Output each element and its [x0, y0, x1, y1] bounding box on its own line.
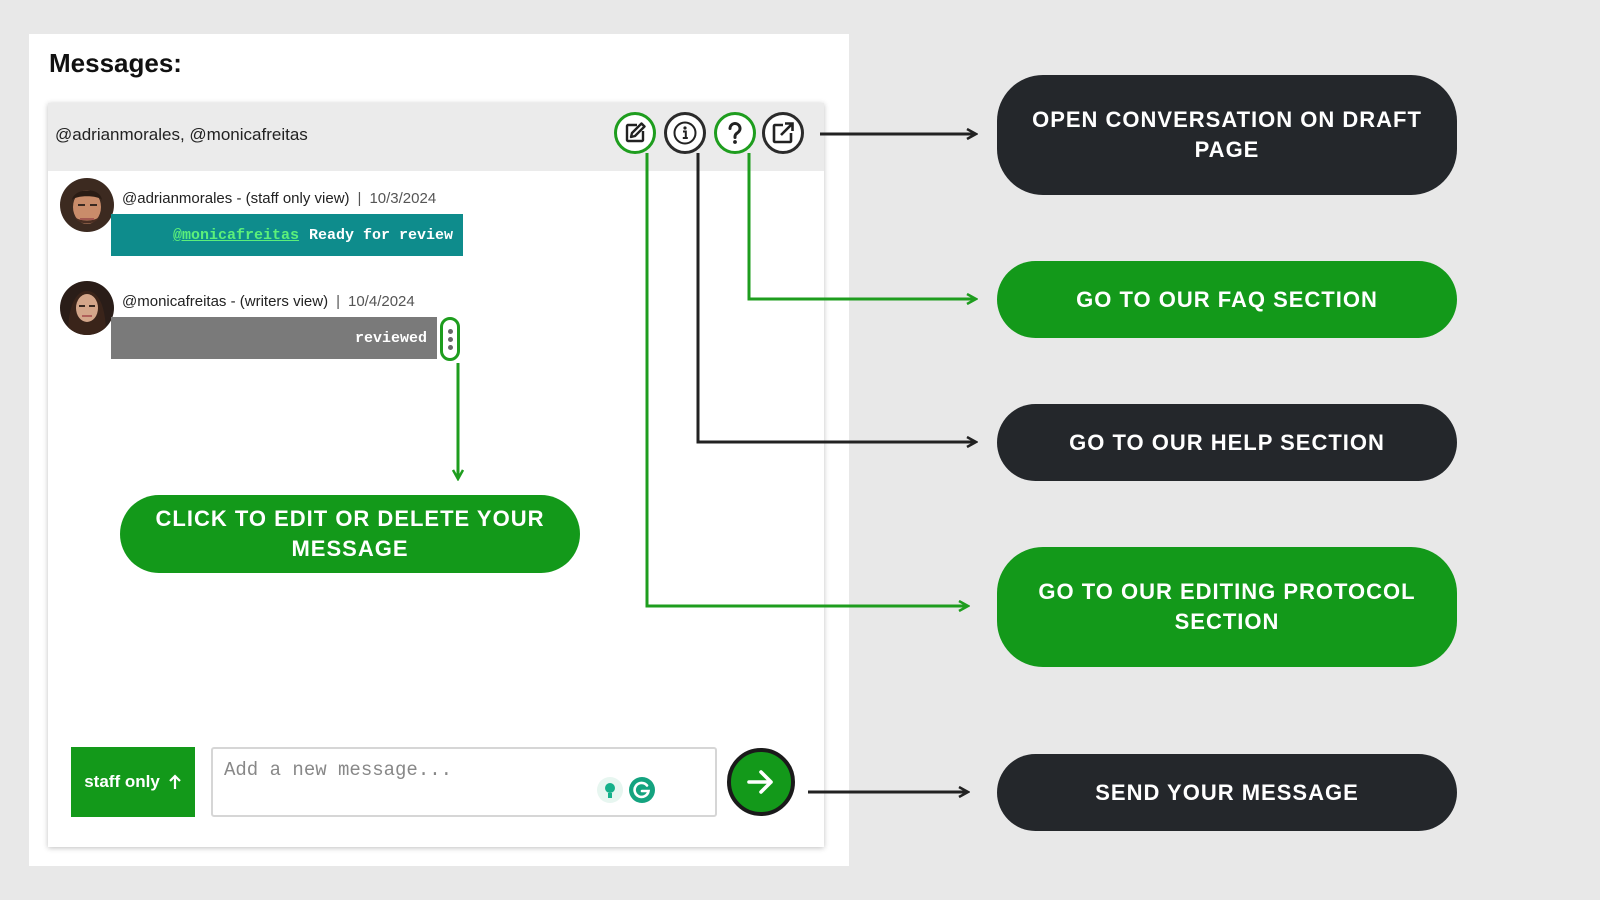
question-icon: [728, 122, 742, 144]
message-author: @monicafreitas - (writers view): [122, 293, 329, 310]
callout-editing-protocol: GO TO OUR EDITING PROTOCOL SECTION: [997, 547, 1457, 667]
callout-open-draft: OPEN CONVERSATION ON DRAFT PAGE: [997, 75, 1457, 195]
message-bubble: reviewed: [111, 317, 437, 359]
participants-label: @adrianmorales, @monicafreitas: [55, 125, 308, 144]
help-button[interactable]: [664, 112, 706, 154]
editing-protocol-button[interactable]: [614, 112, 656, 154]
conversation-header: @adrianmorales, @monicafreitas: [48, 103, 824, 171]
message-date: 10/3/2024: [369, 190, 437, 207]
page-title: Messages:: [49, 48, 182, 78]
send-button[interactable]: [727, 748, 795, 816]
lightbulb-icon[interactable]: [595, 775, 625, 805]
message-meta: @adrianmorales - (staff only view)|10/3/…: [122, 190, 437, 207]
info-icon: [673, 121, 697, 145]
callout-faq: GO TO OUR FAQ SECTION: [997, 261, 1457, 338]
visibility-toggle-button[interactable]: staff only: [71, 747, 195, 817]
callout-send: SEND YOUR MESSAGE: [997, 754, 1457, 831]
avatar: [60, 178, 114, 232]
message-meta: @monicafreitas - (writers view)|10/4/202…: [122, 293, 415, 310]
callout-edit-delete: CLICK TO EDIT OR DELETE YOUR MESSAGE: [120, 495, 580, 573]
grammarly-icon[interactable]: [627, 775, 657, 805]
avatar: [60, 281, 114, 335]
kebab-dot-icon: [447, 336, 453, 342]
conversation-card: @adrianmorales, @monicafreitas: [48, 103, 824, 847]
edit-icon: [625, 122, 646, 143]
kebab-dot-icon: [447, 344, 453, 350]
external-edit-icon: [772, 122, 794, 144]
arrow-up-icon: [169, 774, 181, 789]
message-input[interactable]: Add a new message...: [211, 747, 717, 817]
mention-link[interactable]: @monicafreitas: [172, 226, 299, 244]
callout-help: GO TO OUR HELP SECTION: [997, 404, 1457, 481]
visibility-label: staff only: [84, 772, 160, 791]
faq-button[interactable]: [714, 112, 756, 154]
arrow-right-icon: [747, 770, 773, 794]
message-author: @adrianmorales - (staff only view): [122, 190, 350, 207]
message-text: Ready for review: [308, 226, 453, 244]
message-text: reviewed: [354, 329, 427, 347]
message-bubble: @monicafreitas Ready for review: [111, 214, 463, 256]
kebab-dot-icon: [447, 328, 453, 334]
message-date: 10/4/2024: [348, 293, 415, 310]
open-draft-button[interactable]: [762, 112, 804, 154]
input-extensions: [595, 775, 657, 805]
message-placeholder: Add a new message...: [224, 759, 453, 781]
message-options-button[interactable]: [440, 317, 460, 361]
messages-panel: Messages: @adrianmorales, @monicafreitas: [29, 34, 849, 866]
